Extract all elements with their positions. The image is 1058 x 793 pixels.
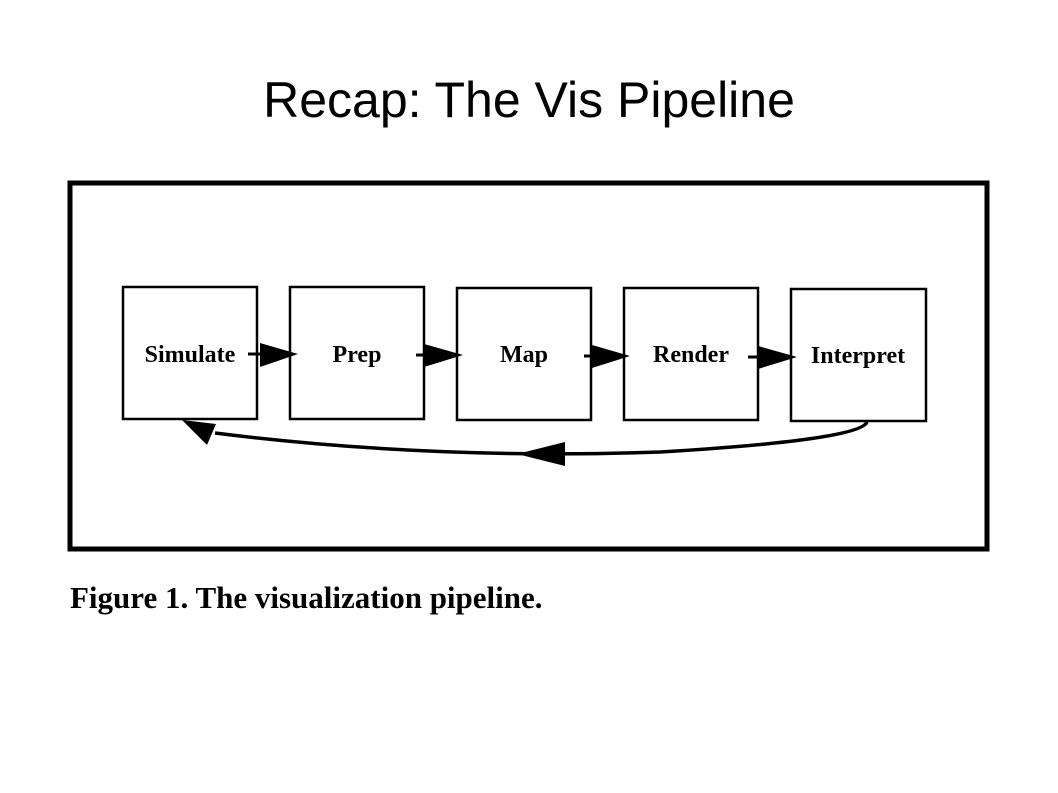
arrow-render-to-interpret <box>748 346 797 369</box>
stage-label-interpret: Interpret <box>811 343 905 369</box>
stage-label-prep: Prep <box>333 342 382 368</box>
feedback-arrowhead-mid <box>517 442 565 466</box>
stage-interpret: Interpret <box>789 287 928 423</box>
figure-caption: Figure 1. The visualization pipeline. <box>70 580 543 615</box>
feedback-arrow <box>182 420 869 466</box>
stage-prep: Prep <box>288 285 426 421</box>
stage-simulate: Simulate <box>121 285 259 421</box>
stage-render: Render <box>622 286 760 422</box>
stage-label-map: Map <box>500 342 548 368</box>
arrow-simulate-to-prep <box>248 343 298 367</box>
feedback-arrowhead-end <box>182 420 216 445</box>
arrow-map-to-render <box>584 345 630 368</box>
slide-title: Recap: The Vis Pipeline <box>263 72 795 128</box>
stage-label-simulate: Simulate <box>145 342 236 368</box>
stage-label-render: Render <box>653 342 729 368</box>
stage-map: Map <box>455 286 593 422</box>
stage-box <box>789 287 928 423</box>
figure-frame <box>67 180 990 552</box>
arrow-prep-to-map <box>416 344 463 367</box>
